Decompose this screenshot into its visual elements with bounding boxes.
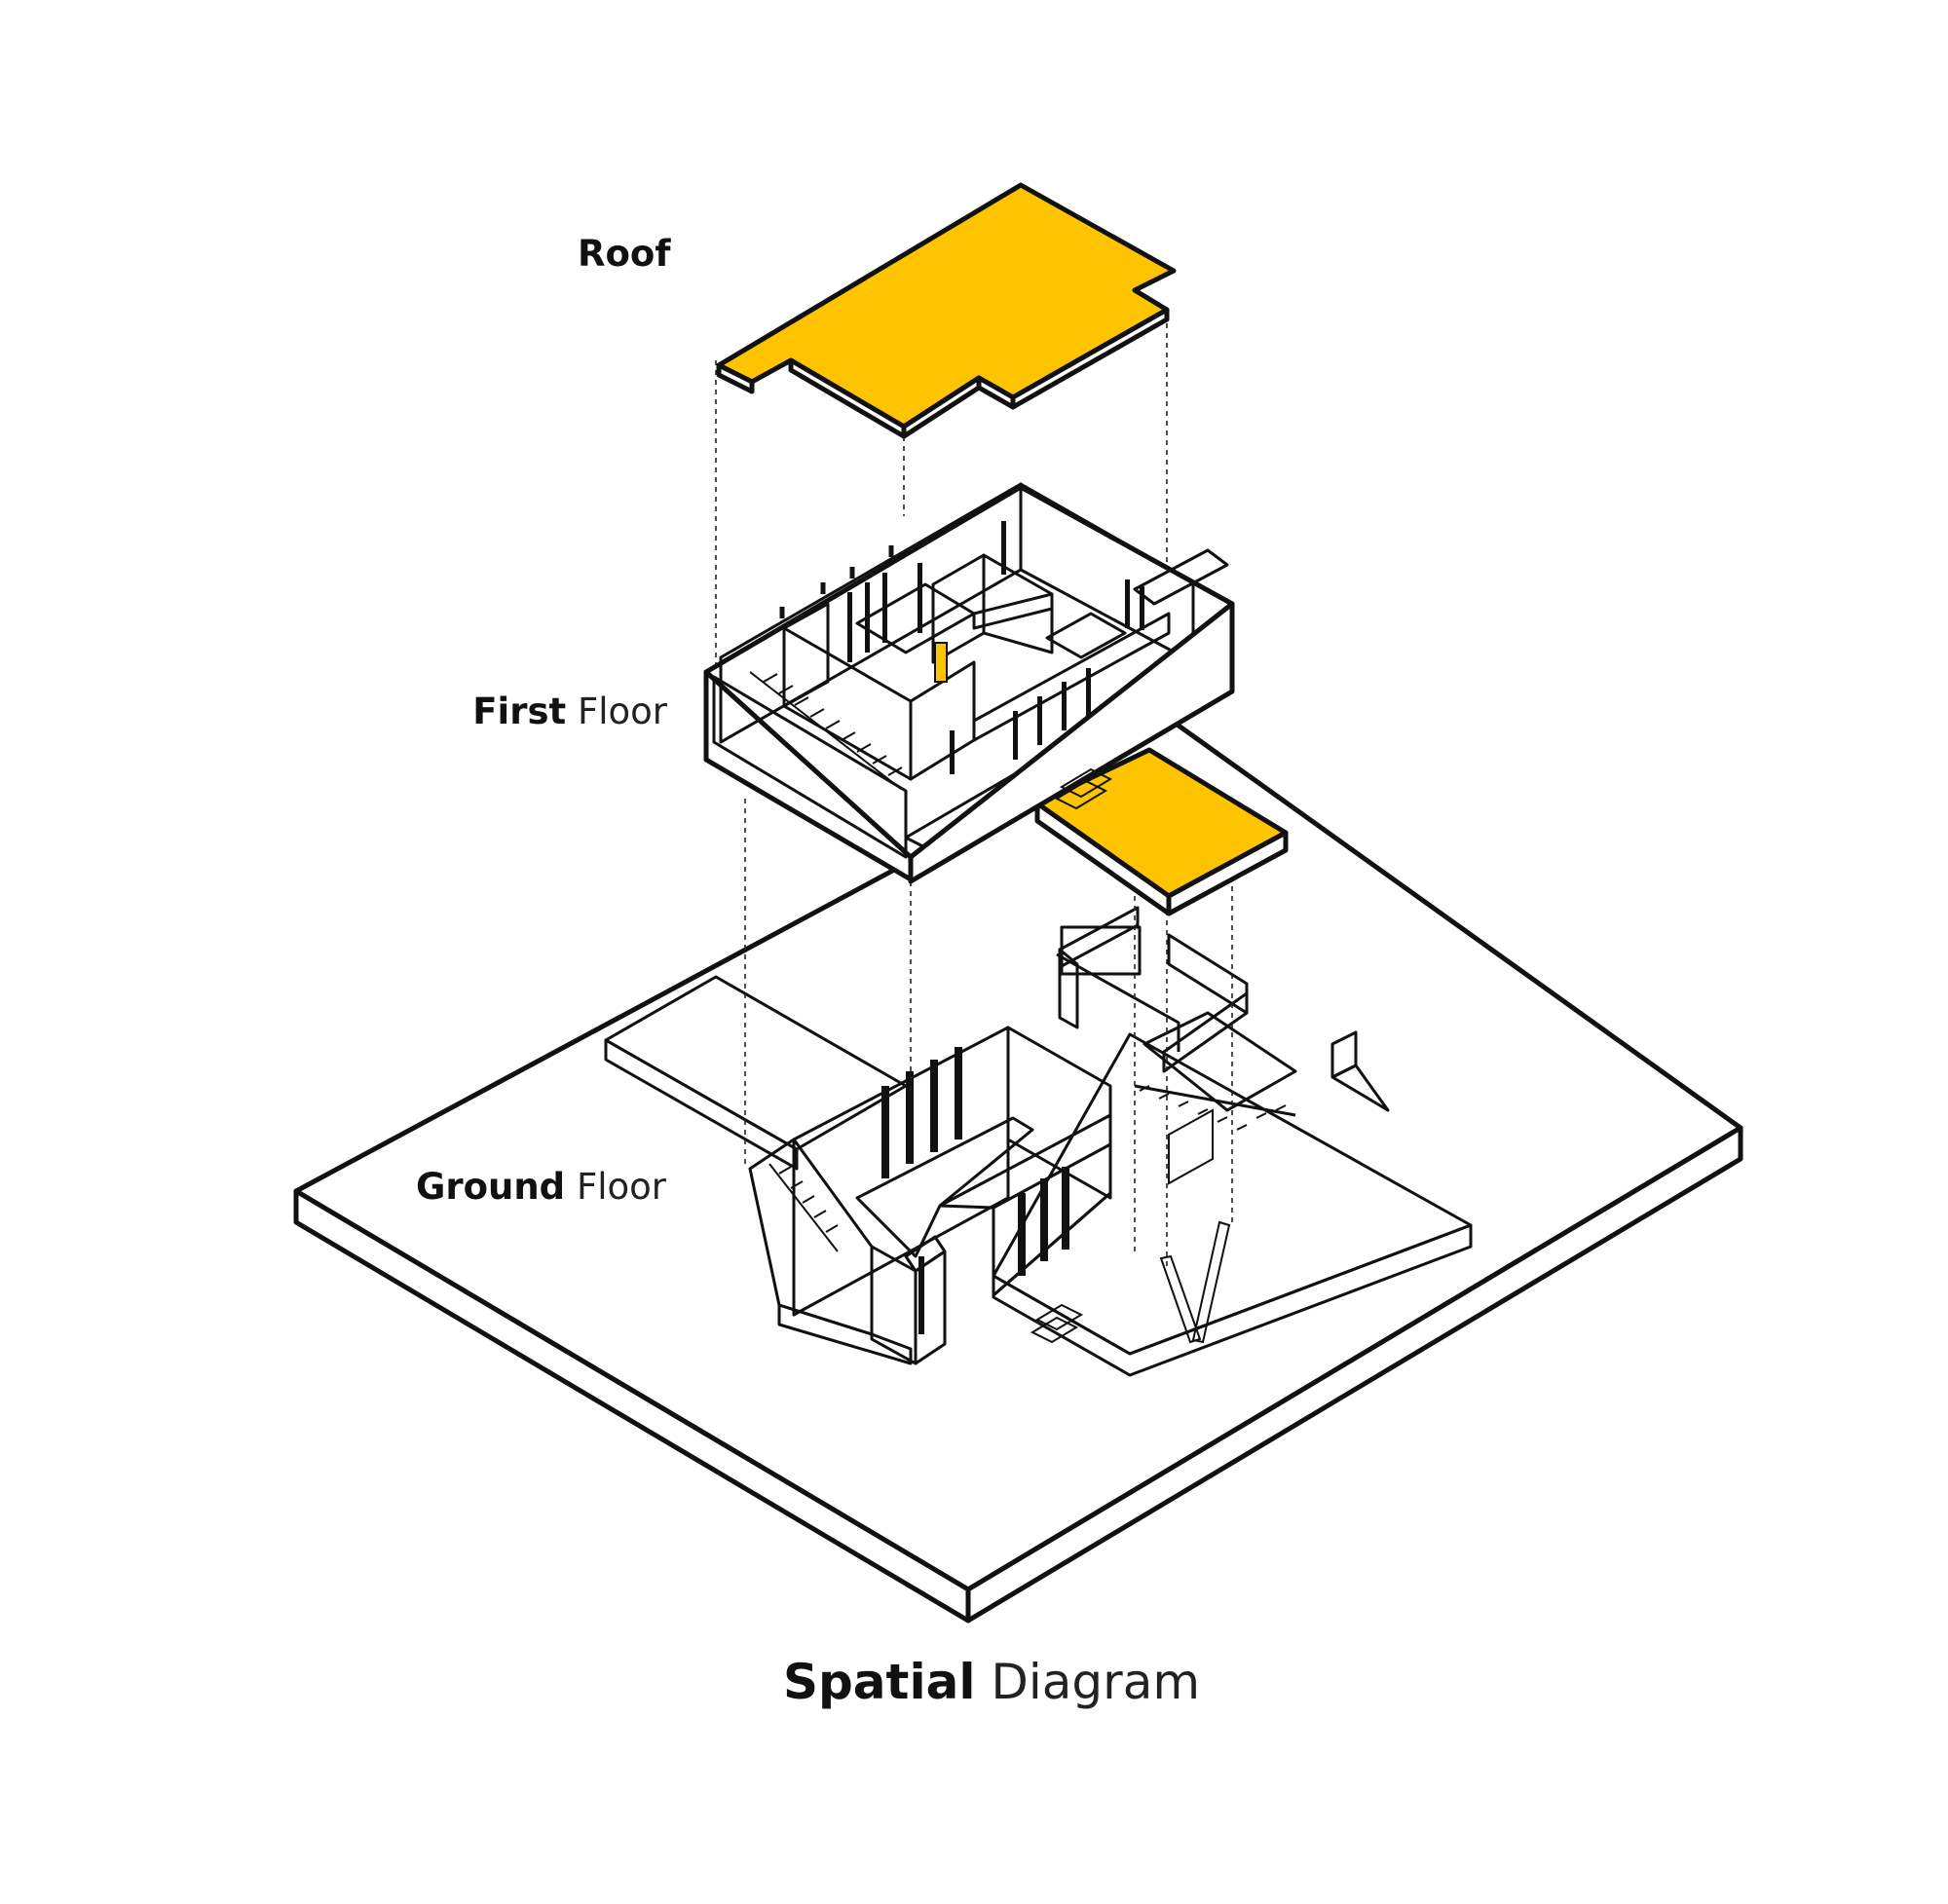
ground-terraces — [604, 925, 1473, 1377]
courtyard-stair — [1134, 1011, 1297, 1185]
first-floor-deck-steps — [1054, 767, 1113, 810]
site-slab — [293, 718, 1743, 1624]
diagram-title-bold: Spatial — [783, 1654, 976, 1710]
first-floor-volume — [703, 482, 1235, 884]
label-ground-floor-bold: Ground — [415, 1166, 566, 1208]
diagram-title-light: Diagram — [991, 1654, 1201, 1710]
v-column — [1159, 1220, 1231, 1344]
ground-floor — [604, 906, 1473, 1377]
first-floor — [703, 482, 1289, 916]
boundary-walls — [1058, 906, 1390, 1112]
label-ground-floor-light: Floor — [576, 1166, 666, 1208]
first-floor-fins — [779, 545, 894, 618]
first-floor-back-windows — [847, 521, 1144, 774]
label-first-floor-bold: First — [472, 691, 567, 732]
first-floor-stair — [749, 671, 903, 790]
ground-entry-steps — [1030, 1303, 1084, 1344]
label-first-floor: First Floor — [472, 693, 667, 729]
label-roof-bold: Roof — [578, 233, 671, 275]
ground-front-windows — [1018, 1167, 1069, 1276]
first-floor-front-windows — [972, 612, 1171, 760]
label-ground-floor: Ground Floor — [416, 1169, 666, 1205]
ground-stair — [768, 1163, 839, 1252]
label-roof: Roof — [578, 236, 670, 272]
label-first-floor-light: Floor — [577, 691, 667, 732]
ground-floor-volume — [748, 1026, 1231, 1365]
projection-lines — [715, 314, 1233, 1266]
ground-back-windows — [881, 1047, 962, 1178]
roof — [716, 182, 1177, 439]
diagram-title: Spatial Diagram — [783, 1658, 1200, 1706]
